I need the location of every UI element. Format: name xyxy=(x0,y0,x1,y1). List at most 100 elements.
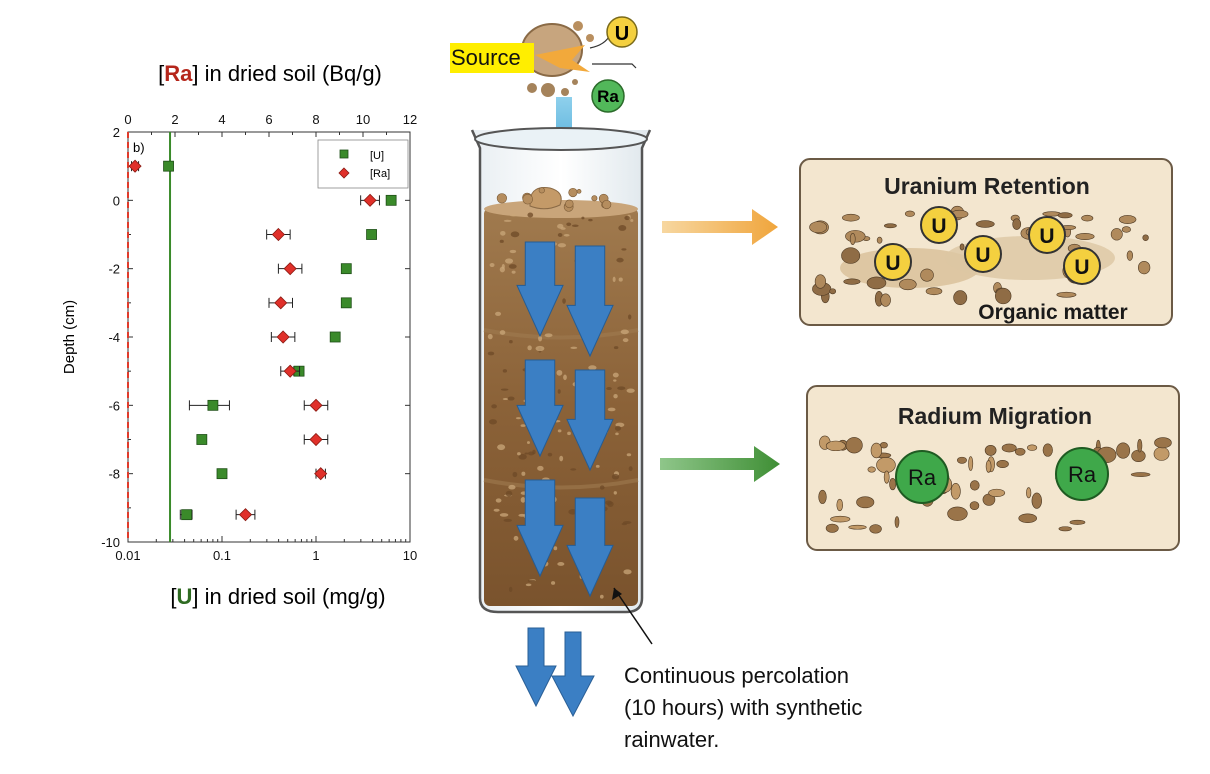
soil-grain xyxy=(1081,214,1094,222)
soil-speck xyxy=(502,398,509,401)
soil-speck xyxy=(588,318,598,323)
soil-speck xyxy=(505,490,513,497)
soil-grain xyxy=(1010,214,1020,222)
soil-speck xyxy=(512,471,518,478)
u-particle-text: U xyxy=(1039,225,1054,248)
soil-speck xyxy=(546,256,553,262)
soil-grain xyxy=(880,293,891,307)
ra-data-point xyxy=(276,330,290,344)
soil-speck xyxy=(570,346,578,350)
ra-axis-title: [Ra] in dried soil (Bq/g) xyxy=(158,61,382,86)
flow-arrow xyxy=(516,241,564,338)
soil-speck xyxy=(582,567,587,571)
u-particle xyxy=(874,243,912,281)
soil-speck xyxy=(509,214,517,217)
soil-speck xyxy=(557,562,565,566)
soil-speck xyxy=(507,396,515,401)
soil-grain xyxy=(1069,266,1083,278)
soil-speck xyxy=(500,388,509,391)
soil-speck xyxy=(515,417,521,420)
ra-particle-source xyxy=(591,79,625,113)
soil-speck xyxy=(499,330,506,335)
surface-pebble xyxy=(576,189,582,194)
soil-speck xyxy=(541,270,547,274)
soil-speck xyxy=(551,581,556,585)
ra-data-point xyxy=(314,467,328,481)
soil-grain xyxy=(876,456,896,474)
ra-data-point xyxy=(283,364,297,378)
ra-data-point xyxy=(271,227,285,242)
source-label: Source xyxy=(451,45,521,70)
soil-speck xyxy=(521,471,526,476)
soil-grain xyxy=(879,441,888,449)
soil-speck xyxy=(497,444,506,451)
soil-speck xyxy=(618,277,623,282)
flow-arrow xyxy=(566,245,614,358)
y-tick-label: 2 xyxy=(113,125,120,140)
soil-grain xyxy=(821,289,830,304)
soil-grain xyxy=(845,230,866,243)
soil-speck xyxy=(584,257,592,262)
soil-grain xyxy=(993,282,1002,294)
soil-speck xyxy=(605,500,613,505)
soil-grain xyxy=(904,210,915,217)
soil-speck xyxy=(544,333,553,338)
soil-column xyxy=(484,208,638,606)
u-particle-label: U xyxy=(615,23,629,45)
soil-grain xyxy=(987,456,995,473)
soil-speck xyxy=(488,419,497,425)
soil-grain xyxy=(1088,473,1101,483)
soil-grain xyxy=(848,524,867,530)
soil-speck xyxy=(557,223,564,229)
soil-speck xyxy=(523,513,528,519)
soil-grain xyxy=(982,493,996,506)
radium-migration-panel: Radium Migration Ra Ra xyxy=(806,385,1180,551)
soil-speck xyxy=(505,258,514,264)
soil-speck xyxy=(520,533,525,536)
soil-grain xyxy=(830,515,851,523)
soil-speck xyxy=(504,494,513,497)
input-arrow xyxy=(546,97,582,166)
soil-speck xyxy=(513,535,519,541)
soil-grain xyxy=(1121,226,1131,233)
soil-grain xyxy=(1126,250,1133,261)
soil-speck xyxy=(487,333,493,340)
soil-speck xyxy=(613,346,619,350)
soil-speck xyxy=(624,215,630,221)
u-particle xyxy=(1063,247,1101,285)
soil-grain xyxy=(959,243,965,251)
source-highlight xyxy=(450,43,534,73)
soil-speck xyxy=(534,253,542,257)
surface-pebble xyxy=(602,199,612,210)
soil-speck xyxy=(544,532,549,537)
y-tick-label: -4 xyxy=(108,330,120,345)
soil-speck xyxy=(495,311,502,316)
soil-grain xyxy=(1096,446,1117,464)
soil-grain xyxy=(900,471,910,484)
u-series xyxy=(163,160,397,521)
soil-speck xyxy=(557,233,563,238)
u-particle xyxy=(964,235,1002,273)
soil-speck xyxy=(579,287,587,293)
soil-speck xyxy=(606,387,612,391)
soil-grain xyxy=(829,288,837,295)
soil-speck xyxy=(612,276,616,283)
soil-speck xyxy=(537,367,545,374)
soil-speck xyxy=(568,509,578,515)
soil-speck xyxy=(626,453,632,457)
soil-speck xyxy=(620,329,629,335)
ra-particle-label: Ra xyxy=(597,87,619,106)
soil-grain xyxy=(971,241,985,249)
soil-speck xyxy=(588,218,593,222)
soil-grain xyxy=(894,516,900,528)
ra-particle-1 xyxy=(895,450,949,504)
soil-grain xyxy=(920,268,934,282)
ra-particle-2-label: Ra xyxy=(1068,462,1097,487)
soil-speck xyxy=(566,222,572,226)
soil-speck xyxy=(527,345,532,351)
ra-data-point xyxy=(363,193,377,207)
soil-grain xyxy=(893,250,903,266)
u-data-point xyxy=(163,160,174,172)
